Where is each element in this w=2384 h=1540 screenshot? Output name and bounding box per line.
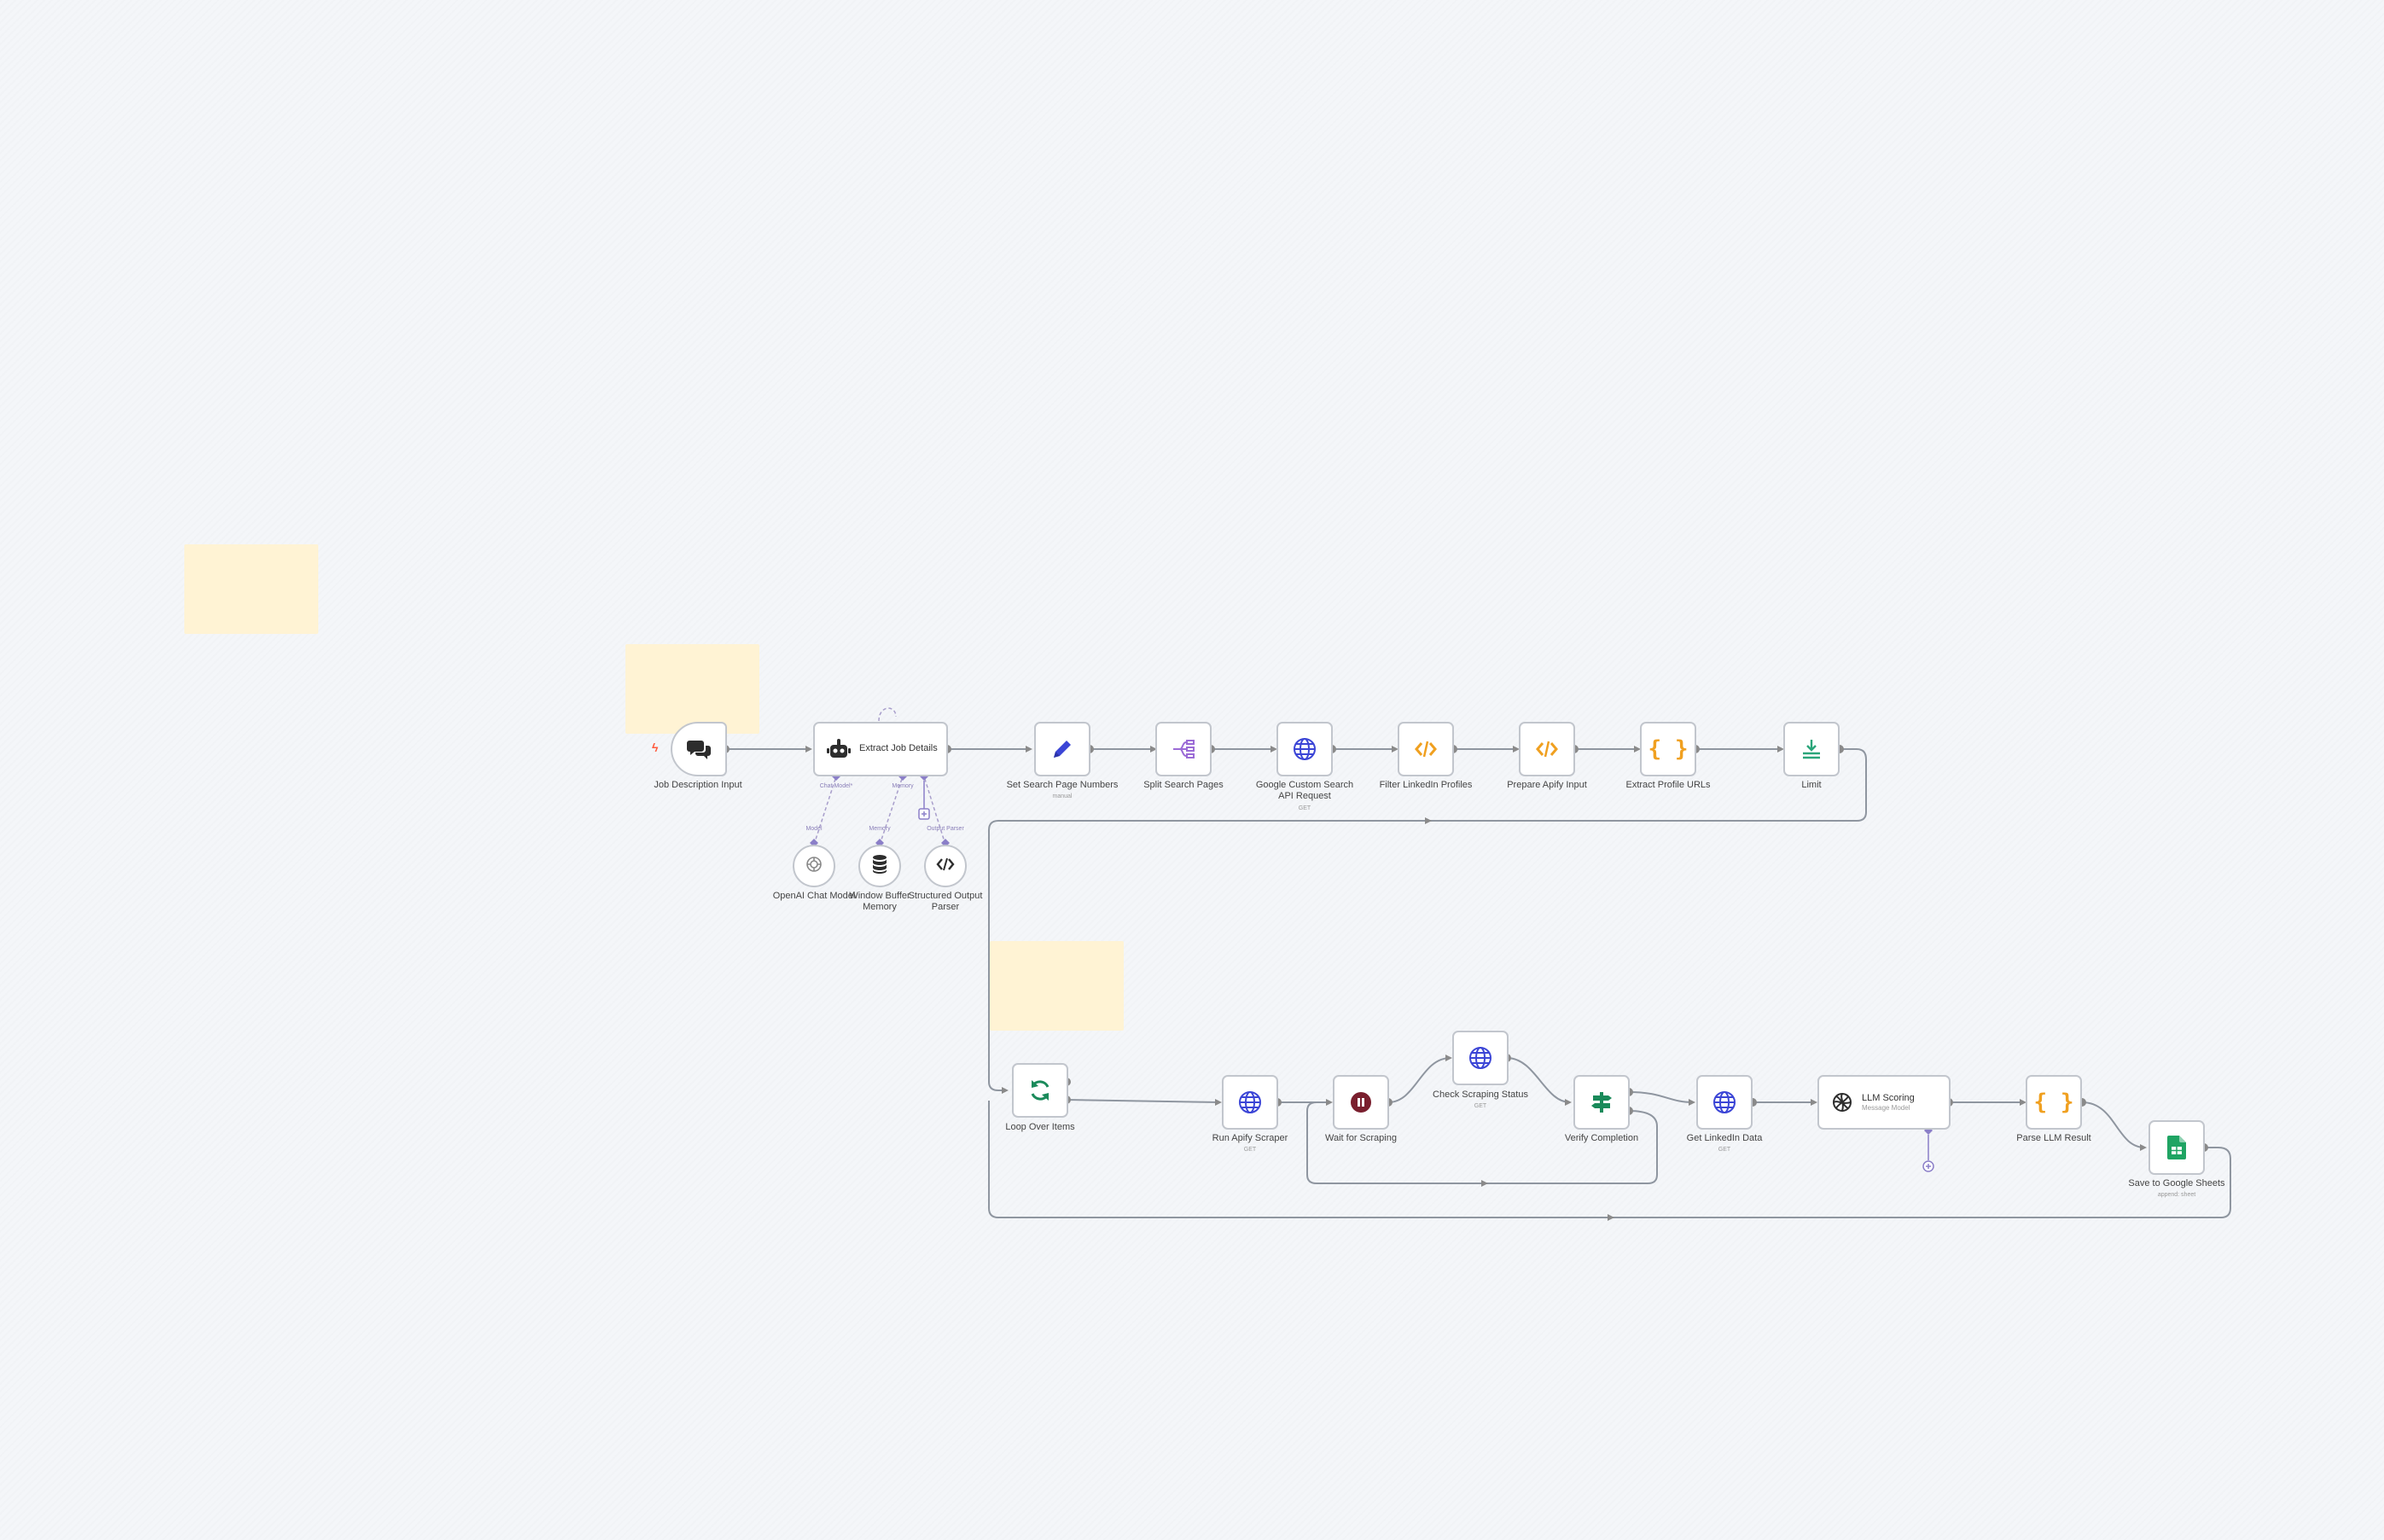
sticky-note[interactable] [625, 644, 759, 734]
node-label: Get LinkedIn Data [1686, 1133, 1763, 1143]
node-subtitle: GET [1718, 1147, 1731, 1153]
code-icon [1414, 740, 1438, 758]
node-openai-chat-model[interactable] [793, 845, 835, 887]
node-title: LLM Scoring [1862, 1092, 1915, 1103]
globe-icon [1293, 737, 1317, 761]
globe-icon [1238, 1090, 1262, 1114]
node-loop-over-items[interactable] [1012, 1063, 1068, 1118]
node-label: Filter LinkedIn Profiles [1379, 780, 1473, 790]
google-sheets-icon [2167, 1136, 2186, 1159]
node-label: Parse LLM Result [2016, 1133, 2091, 1143]
connector-hint: Memory [869, 826, 891, 832]
node-subtitle: manual [1052, 793, 1073, 799]
database-icon [871, 854, 888, 879]
sticky-note[interactable] [184, 544, 318, 634]
node-label: Save to Google Sheets [2128, 1178, 2225, 1188]
node-subtitle: GET [1243, 1147, 1257, 1153]
openai-icon [804, 854, 824, 879]
node-window-buffer-memory[interactable] [858, 845, 901, 887]
robot-agent-icon [827, 739, 851, 759]
node-limit[interactable] [1783, 722, 1840, 776]
node-label: Structured Output Parser [908, 891, 983, 912]
node-label: Loop Over Items [1005, 1122, 1075, 1132]
connector-hint: Output Parser [927, 826, 964, 832]
node-verify-completion[interactable] [1573, 1075, 1630, 1130]
node-split-search-pages[interactable] [1155, 722, 1212, 776]
loop-icon [1027, 1078, 1053, 1103]
node-label: Wait for Scraping [1325, 1133, 1397, 1143]
node-label: Job Description Input [654, 780, 742, 790]
node-label: Set Search Page Numbers [1006, 780, 1119, 790]
node-label: Run Apify Scraper [1212, 1133, 1288, 1143]
node-wait-for-scraping[interactable] [1333, 1075, 1389, 1130]
node-label: Limit [1801, 780, 1822, 790]
node-subtitle: append: sheet [2157, 1192, 2196, 1198]
node-subtitle: GET [1298, 805, 1311, 811]
node-extract-job-details[interactable]: Extract Job Details [813, 722, 948, 776]
connector-hint: Memory [892, 783, 914, 789]
node-save-to-google-sheets[interactable] [2149, 1120, 2205, 1175]
node-subtitle: Message Model [1862, 1104, 1910, 1113]
node-structured-output-parser[interactable] [924, 845, 967, 887]
globe-icon [1468, 1046, 1492, 1070]
node-filter-linkedin-profiles[interactable] [1398, 722, 1454, 776]
limit-icon [1800, 738, 1823, 760]
connector-hint: Model [805, 826, 823, 832]
sticky-note[interactable] [990, 941, 1124, 1031]
if-switch-icon [1590, 1090, 1614, 1114]
node-title: Extract Job Details [859, 743, 938, 754]
node-subtitle: GET [1474, 1103, 1487, 1109]
connector-hint: Chat Model* [819, 783, 853, 789]
node-google-custom-search[interactable] [1276, 722, 1333, 776]
chat-bubbles-icon [686, 738, 712, 760]
node-parse-llm-result[interactable]: { } [2026, 1075, 2082, 1130]
node-run-apify-scraper[interactable] [1222, 1075, 1278, 1130]
node-label: OpenAI Chat Model [772, 891, 856, 901]
code-icon [936, 857, 955, 876]
braces-icon: { } [2033, 1090, 2074, 1115]
node-set-search-page-numbers[interactable] [1034, 722, 1090, 776]
openai-icon [1831, 1091, 1853, 1113]
globe-icon [1712, 1090, 1736, 1114]
node-label: Split Search Pages [1143, 780, 1224, 790]
pause-icon [1350, 1091, 1372, 1113]
node-label: Verify Completion [1564, 1133, 1639, 1143]
code-icon [1535, 740, 1559, 758]
split-icon [1172, 739, 1195, 759]
node-check-scraping-status[interactable] [1452, 1031, 1509, 1085]
pencil-icon [1050, 737, 1074, 761]
trigger-bolt-icon: ϟ [652, 741, 659, 754]
node-extract-profile-urls[interactable]: { } [1640, 722, 1696, 776]
node-job-description-input[interactable] [671, 722, 727, 776]
node-label: Check Scraping Status [1433, 1090, 1528, 1100]
braces-icon: { } [1648, 736, 1689, 762]
node-get-linkedin-data[interactable] [1696, 1075, 1753, 1130]
node-llm-scoring[interactable]: LLM Scoring Message Model [1817, 1075, 1951, 1130]
node-label: Google Custom Search API Request [1255, 780, 1354, 801]
node-prepare-apify-input[interactable] [1519, 722, 1575, 776]
node-label: Window Buffer Memory [849, 891, 910, 912]
node-label: Prepare Apify Input [1507, 780, 1587, 790]
node-label: Extract Profile URLs [1625, 780, 1711, 790]
